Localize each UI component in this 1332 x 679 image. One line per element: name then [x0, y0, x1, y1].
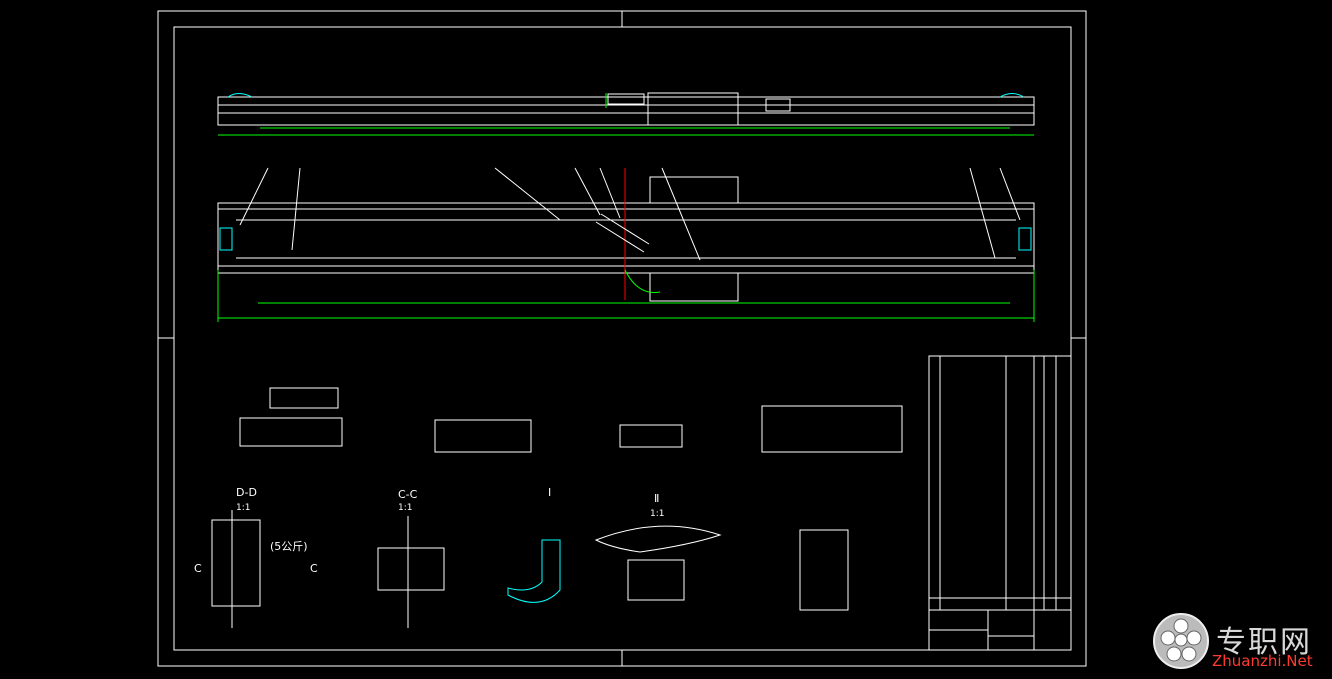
parts-list-table: [928, 355, 1072, 611]
watermark-url-text: Zhuanzhi.Net: [1212, 652, 1313, 670]
view-titles: D-D 1:1 C-C 1:1 Ⅰ Ⅱ 1:1 C C (5公斤): [194, 486, 664, 575]
wireframe-ball-logo: [1153, 613, 1209, 669]
d-d-scale: 1:1: [236, 503, 250, 513]
part-leaders: [239, 167, 1021, 261]
cut-mark-left: C: [194, 562, 202, 575]
view-ii-scale: 1:1: [650, 509, 664, 519]
d-d-title: D-D: [236, 486, 257, 499]
title-block: [928, 609, 1072, 651]
watermark-chinese-text: 专职网: [1216, 625, 1312, 660]
top-elevation-view: [217, 92, 1035, 136]
c-c-scale: 1:1: [398, 503, 412, 513]
drawing-frame: [157, 10, 1087, 667]
view-i-title: Ⅰ: [548, 486, 551, 499]
c-c-title: C-C: [398, 488, 418, 501]
cut-mark-right: C: [310, 562, 318, 575]
weight-note: (5公斤): [270, 540, 308, 553]
view-ii-title: Ⅱ: [654, 492, 659, 505]
plan-view: [217, 168, 1035, 322]
detail-sections: [211, 387, 903, 628]
